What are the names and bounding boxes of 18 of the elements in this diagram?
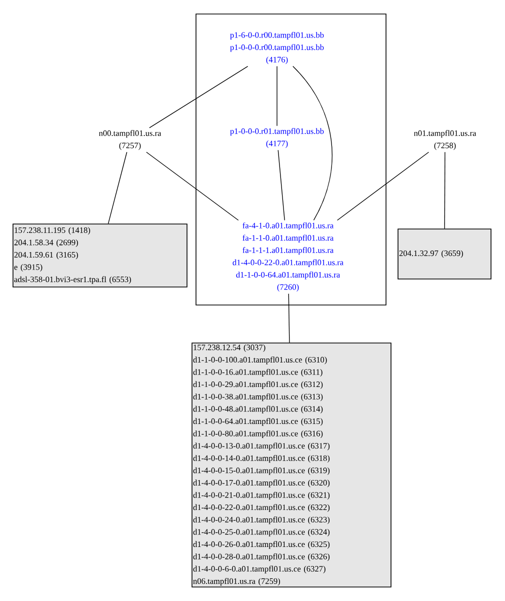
connector-line: [276, 66, 278, 126]
host-label: p1-0-0-0.r01.tampfl01.us.bb (4177): [230, 128, 324, 148]
connector-line: [108, 152, 128, 224]
connector-line: [146, 152, 239, 221]
address-box: 157.238.11.195 (1418) 204.1.58.34 (2699) 204.1.59.61 (3165) e (3915) adsl-358-01.bvi3-esr1.tpa.fl (6553): [12, 224, 188, 288]
connector-line: [149, 66, 248, 128]
connector-line: [288, 293, 290, 343]
host-label: p1-6-0-0.r00.tampfl01.us.bb p1-0-0-0.r00.tampfl01.us.bb (4176): [230, 32, 324, 64]
host-label: fa-4-1-0.a01.tampfl01.us.ra fa-1-1-0.a01.tampfl01.us.ra fa-1-1-1.a01.tampfl01.us.ra d1-4-0-0-22-0.a01.tampfl01.us.ra d1-1-0-0-64.a01.tampfl01.us.ra (7260): [232, 222, 344, 292]
connector-line: [444, 152, 446, 229]
host-label: n01.tampfl01.us.ra (7258): [414, 130, 476, 150]
cluster-frame: [196, 14, 386, 306]
connector-line: [336, 152, 430, 221]
connector-line: [292, 66, 332, 221]
address-box: 157.238.12.54 (3037) d1-1-0-0-100.a01.tampfl01.us.ce (6310) d1-1-0-0-16.a01.tampfl01.us.ce (6311) d1-1-0-0-29.a01.tampfl01.us.ce (6312) d1-1-0-0-38.a01.tampfl01.us.ce (6313) d1-1-0-0-48.a01.tampfl01.us.ce (6314) d1-1-0-0-64.a01.tampfl01.us.ce (6315) d1-1-0-0-80.a01.tampfl01.us.ce (6316) d1-4-0-0-13-0.a01.tampfl01.us.ce (6317) d1-4-0-0-14-0.a01.tampfl01.us.ce (6318) d1-4-0-0-15-0.a01.tampfl01.us.ce (6319) d1-4-0-0-17-0.a01.tampfl01.us.ce (6320) d1-4-0-0-21-0.a01.tampfl01.us.ce (6321) d1-4-0-0-22-0.a01.tampfl01.us.ce (6322) d1-4-0-0-24-0.a01.tampfl01.us.ce (6323) d1-4-0-0-25-0.a01.tampfl01.us.ce (6324) d1-4-0-0-26-0.a01.tampfl01.us.ce (6325) d1-4-0-0-28-0.a01.tampfl01.us.ce (6326) d1-4-0-0-6-0.a01.tampfl01.us.ce (6327) n06.tampfl01.us.ra (7259): [192, 342, 392, 588]
address-box: 204.1.32.97 (3659): [398, 228, 492, 280]
connector-line: [278, 150, 285, 221]
host-label: n00.tampfl01.us.ra (7257): [98, 130, 162, 150]
